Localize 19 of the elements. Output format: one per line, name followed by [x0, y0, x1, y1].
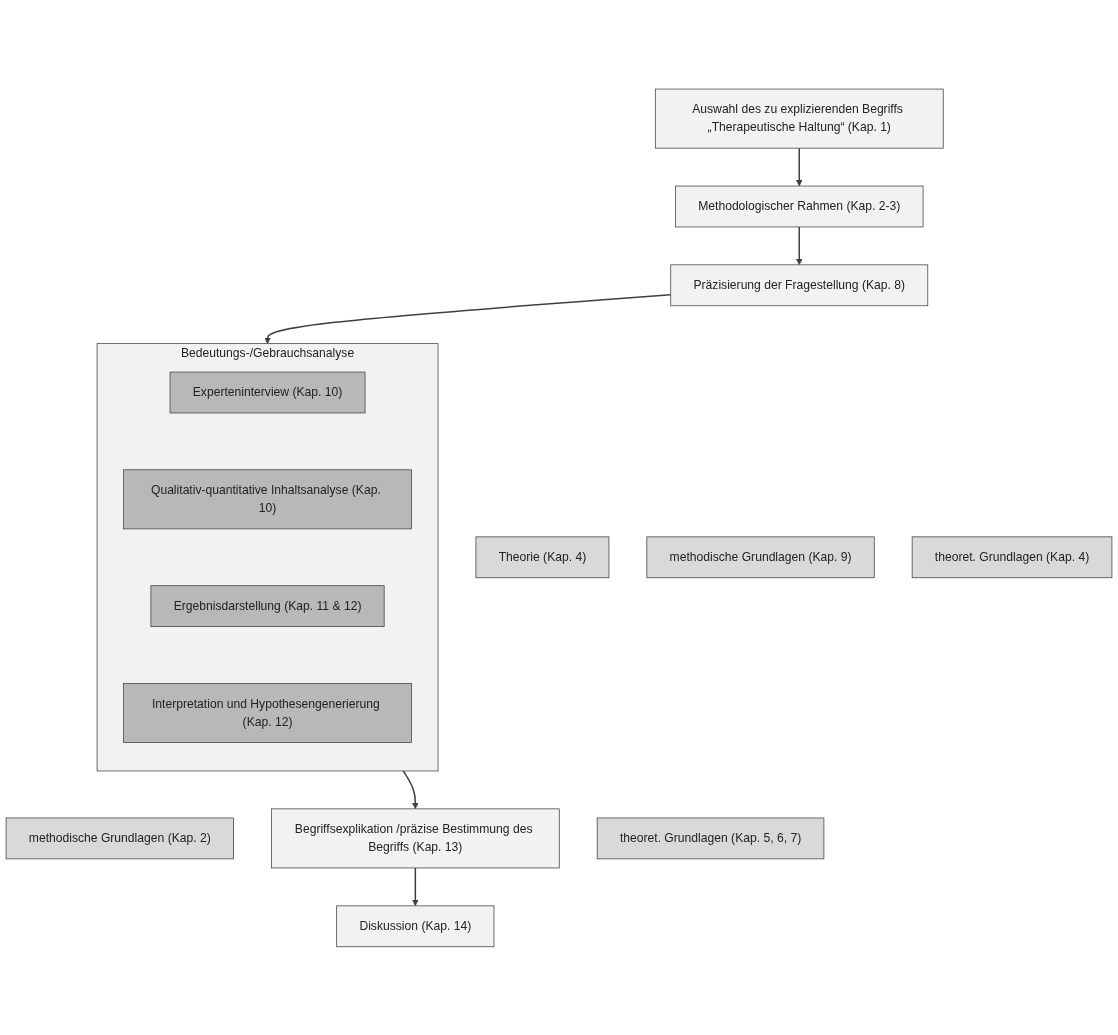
node-box: Interpretation und Hypothesengenerierung (Kap. 12) — [123, 682, 412, 743]
node-box: Begriffsexplikation /präzise Bestimmung des Begriffs (Kap. 13) — [271, 808, 560, 868]
node-box: methodische Grundlagen (Kap. 2) — [5, 817, 234, 859]
arrow — [402, 769, 419, 809]
arrow — [412, 866, 419, 906]
node-box: Theorie (Kap. 4) — [475, 536, 610, 578]
arrow — [264, 293, 672, 344]
node-box: Präzisierung der Fragestellung (Kap. 8) — [670, 264, 929, 306]
node-box: Qualitativ-quantitative Inhaltsanalyse (Kap. 10) — [123, 469, 412, 529]
node-box: Auswahl des zu explizierenden Begriffs „Therapeutische Haltung“ (Kap. 1) — [654, 88, 944, 149]
node-box: theoret. Grundlagen (Kap. 4) — [911, 536, 1113, 578]
arrow — [795, 147, 803, 186]
node-box: Diskussion (Kap. 14) — [336, 905, 495, 947]
arrow — [795, 225, 803, 265]
node-box: Ergebnisdarstellung (Kap. 11 & 12) — [150, 584, 385, 627]
node-box: Experteninterview (Kap. 10) — [169, 371, 366, 413]
node-box: Methodologischer Rahmen (Kap. 2-3) — [675, 185, 924, 227]
node-box: methodische Grundlagen (Kap. 9) — [646, 536, 875, 578]
node-box: theoret. Grundlagen (Kap. 5, 6, 7) — [596, 817, 825, 859]
